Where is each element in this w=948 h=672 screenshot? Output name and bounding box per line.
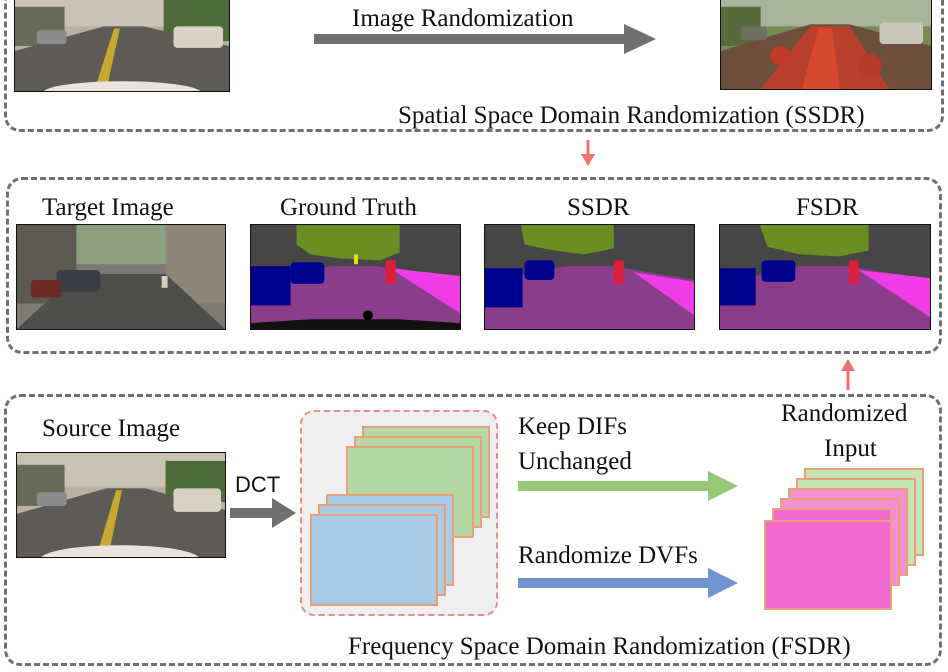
target-image-photo — [16, 224, 226, 330]
keep-difs-label-line2: Unchanged — [518, 448, 632, 475]
image-randomization-label: Image Randomization — [352, 5, 574, 32]
image-randomization-arrow — [314, 24, 656, 54]
ssdr-segmentation — [484, 224, 695, 330]
source-image-label: Source Image — [42, 415, 181, 442]
randomized-input-label-line1: Randomized — [781, 400, 908, 427]
fsdr-to-results-arrow — [841, 359, 855, 390]
fsdr-title: FSDR — [796, 194, 859, 221]
fsdr-source-photo — [16, 452, 226, 558]
dct-label: DCT — [235, 472, 281, 497]
keep-difs-label-line1: Keep DIFs — [518, 413, 628, 440]
target-image-title: Target Image — [42, 194, 174, 221]
dvf-layer — [310, 514, 438, 606]
dct-arrow — [230, 498, 296, 528]
comparison-panel — [6, 177, 942, 354]
fsdr-panel — [4, 394, 942, 666]
ssdr-to-results-arrow — [581, 140, 595, 166]
ssdr-randomized-photo — [720, 0, 932, 90]
randomize-dvfs-arrow — [518, 568, 738, 598]
ground-truth-segmentation — [250, 224, 461, 330]
randomize-dvfs-label: Randomize DVFs — [518, 542, 698, 569]
fsdr-panel-caption: Frequency Space Domain Randomization (FS… — [348, 633, 851, 660]
randomized-layer — [764, 520, 892, 610]
ssdr-source-photo — [14, 0, 230, 92]
ssdr-title: SSDR — [567, 194, 630, 221]
ssdr-panel-caption: Spatial Space Domain Randomization (SSDR… — [398, 102, 865, 129]
ssdr-panel — [4, 0, 944, 132]
keep-difs-arrow — [518, 471, 738, 501]
fsdr-segmentation — [719, 224, 931, 330]
ground-truth-title: Ground Truth — [280, 194, 417, 221]
randomized-input-label-line2: Input — [824, 435, 877, 462]
